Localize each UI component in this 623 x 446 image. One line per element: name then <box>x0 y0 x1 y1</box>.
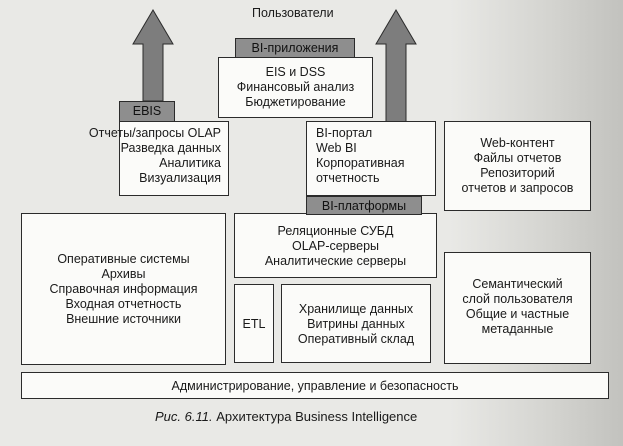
etl-label: ETL <box>242 317 266 331</box>
bi-platforms-line: Реляционные СУБД <box>277 224 394 238</box>
bi-platforms-tag: BI-платформы <box>306 196 422 215</box>
ebis-line: Отчеты/запросы OLAP <box>88 126 221 140</box>
right-up-arrow <box>375 9 417 128</box>
web-content-line: Файлы отчетов <box>473 151 562 165</box>
bi-apps-line: EIS и DSS <box>265 65 326 79</box>
sources-line: Оперативные системы <box>57 252 190 266</box>
ebis-line: Разведка данных <box>120 141 221 155</box>
semantic-layer-box: Семантический слой пользователя Общие и … <box>444 252 591 364</box>
semantic-layer-line: метаданные <box>481 322 554 336</box>
ebis-tag: EBIS <box>119 101 175 122</box>
semantic-layer-line: Семантический <box>472 277 563 291</box>
bi-portal-box: BI-портал Web BI Корпоративная отчетност… <box>306 121 436 196</box>
semantic-layer-lines: Семантический слой пользователя Общие и … <box>445 277 590 337</box>
figure-caption: Рис. 6.11. Архитектура Business Intellig… <box>155 409 417 424</box>
web-content-line: отчетов и запросов <box>461 181 574 195</box>
web-content-box: Web-контент Файлы отчетов Репозиторий от… <box>444 121 591 211</box>
bi-portal-line: Web BI <box>316 141 357 155</box>
etl-box: ETL <box>234 284 274 363</box>
admin-bar: Администрирование, управление и безопасн… <box>21 372 609 399</box>
ebis-line: Аналитика <box>159 156 221 170</box>
sources-line: Входная отчетность <box>65 297 182 311</box>
users-label: Пользователи <box>252 6 334 20</box>
storage-line: Витрины данных <box>307 317 405 331</box>
sources-line: Справочная информация <box>49 282 198 296</box>
ebis-line: Визуализация <box>139 171 221 185</box>
sources-line: Внешние источники <box>66 312 181 326</box>
bi-platforms-box: Реляционные СУБД OLAP-серверы Аналитичес… <box>234 213 437 278</box>
bi-apps-tag: BI-приложения <box>235 38 355 58</box>
bi-apps-box: EIS и DSS Финансовый анализ Бюджетирован… <box>218 57 373 118</box>
bi-platforms-lines: Реляционные СУБД OLAP-серверы Аналитичес… <box>235 224 436 269</box>
page-edge-shade <box>450 0 623 446</box>
bi-portal-line: Корпоративная <box>316 156 405 170</box>
ebis-box: Отчеты/запросы OLAP Разведка данных Анал… <box>89 121 229 196</box>
sources-box: Оперативные системы Архивы Справочная ин… <box>21 213 226 365</box>
bi-apps-lines: EIS и DSS Финансовый анализ Бюджетирован… <box>219 65 372 110</box>
figure-number: Рис. 6.11. <box>155 409 213 424</box>
web-content-line: Web-контент <box>480 136 555 150</box>
bi-platforms-line: OLAP-серверы <box>291 239 380 253</box>
storage-box: Хранилище данных Витрины данных Оператив… <box>281 284 431 363</box>
bi-portal-line: BI-портал <box>316 126 373 140</box>
admin-label: Администрирование, управление и безопасн… <box>171 379 459 393</box>
bi-apps-line: Финансовый анализ <box>236 80 355 94</box>
bi-apps-line: Бюджетирование <box>245 95 346 109</box>
bi-portal-line: отчетность <box>316 171 380 185</box>
ebis-lines: Отчеты/запросы OLAP Разведка данных Анал… <box>89 126 221 186</box>
bi-platforms-line: Аналитические серверы <box>264 254 407 268</box>
storage-lines: Хранилище данных Витрины данных Оператив… <box>282 302 430 347</box>
storage-line: Хранилище данных <box>298 302 414 316</box>
sources-line: Архивы <box>101 267 146 281</box>
bi-portal-lines: BI-портал Web BI Корпоративная отчетност… <box>316 126 435 186</box>
storage-line: Оперативный склад <box>297 332 415 346</box>
web-content-line: Репозиторий <box>480 166 555 180</box>
semantic-layer-line: слой пользователя <box>462 292 573 306</box>
figure-title: Архитектура Business Intelligence <box>216 409 418 424</box>
semantic-layer-line: Общие и частные <box>465 307 570 321</box>
left-up-arrow <box>132 9 174 102</box>
web-content-lines: Web-контент Файлы отчетов Репозиторий от… <box>445 136 590 196</box>
sources-lines: Оперативные системы Архивы Справочная ин… <box>22 252 225 327</box>
